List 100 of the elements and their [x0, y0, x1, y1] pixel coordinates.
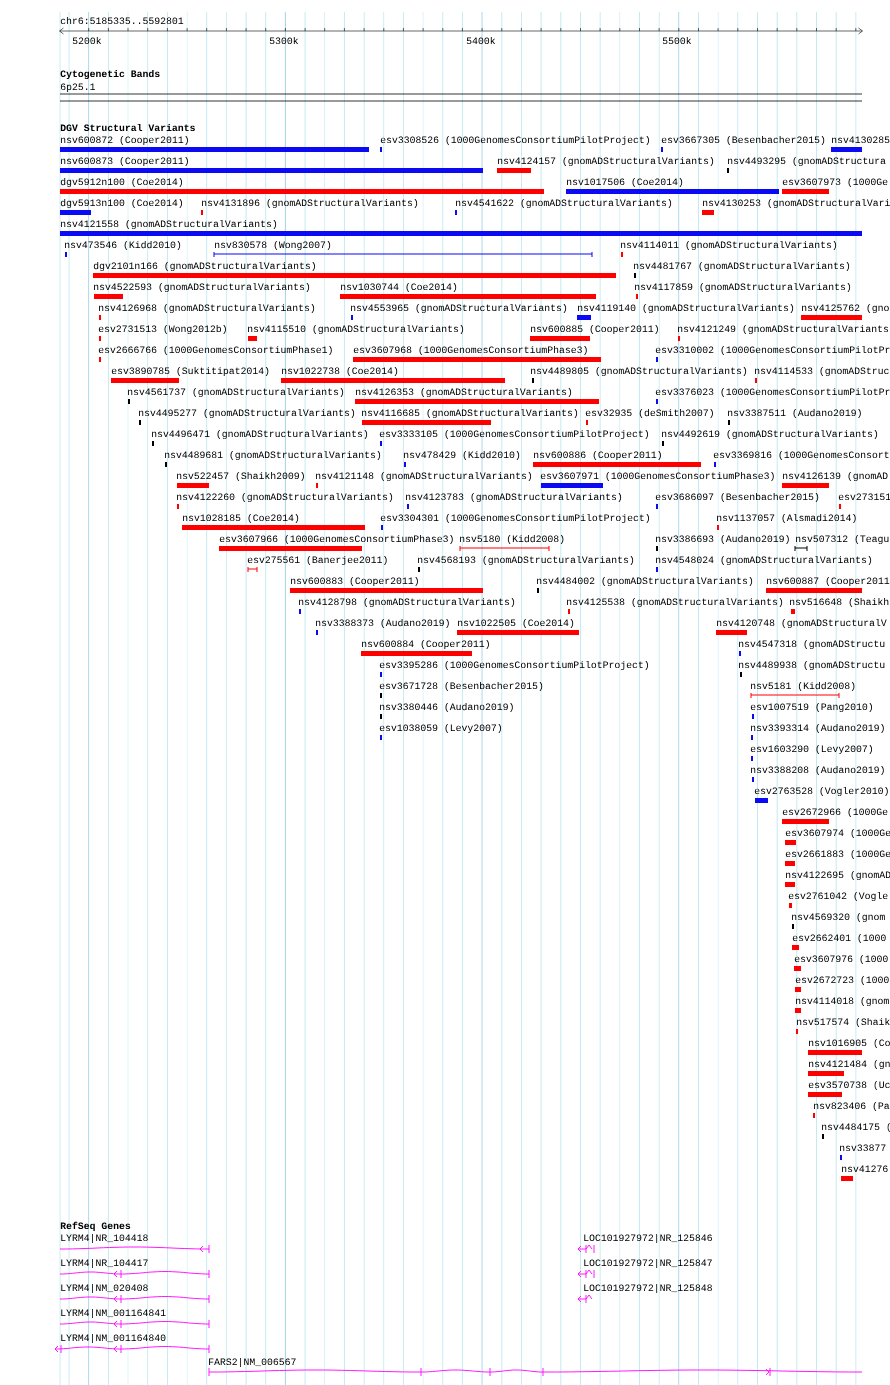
variant-label: nsv600886 (Cooper2011) — [534, 450, 661, 461]
variant-label: dgv5912n100 (Coe2014) — [60, 177, 183, 188]
variant-label: nsv4121484 (gn — [809, 1059, 890, 1070]
variant-label: nsv4126353 (gnomADStructuralVariants) — [356, 387, 572, 398]
variant-label: nsv1022505 (Coe2014) — [458, 618, 574, 629]
variant-label: nsv600872 (Cooper2011) — [61, 135, 188, 146]
variant-label: nsv4117859 (gnomADStructuralVariants) — [635, 282, 851, 293]
variant-label: nsv4547318 (gnomADStructu — [739, 639, 885, 650]
variant-label: nsv3388208 (Audano2019) — [751, 765, 884, 776]
variant-label: nsv4115510 (gnomADStructuralVariants) — [248, 324, 464, 335]
variant-label: nsv4122260 (gnomADStructuralVariants) — [177, 492, 393, 503]
variant-label: nsv600873 (Cooper2011) — [61, 156, 188, 167]
variant-label: esv1007519 (Pang2010) — [750, 702, 873, 713]
variant-label: nsv478429 (Kidd2010) — [404, 450, 520, 461]
variant-label: nsv4120748 (gnomADStructuralV — [717, 618, 887, 629]
variant-label: nsv3388373 (Audano2019) — [316, 618, 449, 629]
variant-label: esv2672723 (1000 — [795, 975, 889, 986]
variant-label: nsv4484175 ( — [822, 1122, 890, 1133]
variant-label: nsv4114011 (gnomADStructuralVariants) — [621, 240, 837, 251]
variant-label: nsv473546 (Kidd2010) — [65, 240, 181, 251]
variant-label: esv3570738 (Uc — [808, 1080, 890, 1091]
variant-label: nsv4128798 (gnomADStructuralVariants) — [299, 597, 515, 608]
variant-label: nsv4489681 (gnomADStructuralVariants) — [165, 450, 381, 461]
variant-label: nsv4126139 (gnomAD — [783, 471, 888, 482]
variant-label: nsv600887 (Cooper2011 — [767, 576, 890, 587]
variant-label: nsv4125762 (gno — [802, 303, 889, 314]
variant-label: esv3607968 (1000GenomesConsortiumPhase3) — [353, 345, 587, 356]
variant-label: nsv4121558 (gnomADStructuralVariants) — [61, 219, 277, 230]
variant-label: nsv4121249 (gnomADStructuralVariants — [678, 324, 889, 335]
variant-label: esv2731513 (Wong2012b) — [98, 324, 226, 335]
gene-label: LOC101927972|NR_125847 — [584, 1258, 712, 1269]
variant-label: nsv4489805 (gnomADStructuralVariants) — [531, 366, 747, 377]
gene-label: FARS2|NM_006567 — [209, 1357, 296, 1368]
variant-label: dgv2101n166 (gnomADStructuralVariants) — [93, 261, 315, 272]
track-title: RefSeq Genes — [60, 1221, 131, 1232]
variant-label: nsv4130285 — [832, 136, 890, 144]
track-title: DGV Structural Variants — [60, 123, 195, 132]
variant-label: nsv4492619 (gnomADStructuralVariants) — [662, 429, 878, 440]
variant-label: nsv1022738 (Coe2014) — [282, 366, 398, 377]
variant-label: esv3607971 (1000GenomesConsortiumPhase3) — [540, 471, 774, 482]
variant-label: nsv33877 — [840, 1144, 886, 1152]
variant-label: nsv3380446 (Audano2019) — [380, 702, 513, 713]
coordinate-label: chr6:5185335..5592801 — [60, 16, 184, 25]
variant-label: nsv1016905 (Co — [809, 1038, 890, 1049]
variant-label: nsv4131896 (gnomADStructuralVariants) — [202, 198, 418, 209]
variant-label: nsv5180 (Kidd2008) — [460, 534, 564, 545]
variant-label: nsv4119140 (gnomADStructuralVariants) — [578, 303, 794, 314]
variant-label: nsv3386693 (Audano2019) — [656, 534, 789, 545]
gene-label: LYRM4|NR_104417 — [61, 1258, 148, 1269]
variant-label: nsv4114533 (gnomADStruc — [755, 366, 889, 377]
variant-label: nsv4553965 (gnomADStructuralVariants) — [351, 303, 567, 314]
gene-label: LYRM4|NR_104418 — [61, 1233, 148, 1244]
variant-label: nsv600884 (Cooper2011) — [362, 639, 489, 650]
variant-label: esv2763528 (Vogler2010) — [754, 786, 888, 797]
variant-label: esv3304301 (1000GenomesConsortiumPilotProject) — [380, 513, 650, 524]
variant-label: nsv4481767 (gnomADStructuralVariants) — [634, 261, 850, 272]
gene-label: LOC101927972|NR_125846 — [584, 1233, 712, 1244]
axis-tick-label: 5300k — [269, 36, 299, 45]
variant-label: nsv4114018 (gnom — [796, 996, 889, 1007]
variant-label: nsv4126968 (gnomADStructuralVariants) — [99, 303, 315, 314]
variant-label: esv3376023 (1000GenomesConsortiumPilotPr — [655, 387, 890, 398]
variant-label: esv2672966 (1000Ge — [782, 807, 888, 818]
gene-label: LYRM4|NM_001164841 — [61, 1308, 166, 1319]
variant-label: nsv823406 (Pa — [814, 1101, 890, 1112]
variant-label: nsv4122695 (gnomAD — [786, 870, 890, 881]
variant-label: nsv4496471 (gnomADStructuralVariants) — [152, 429, 368, 440]
variant-label: esv3890785 (Suktitipat2014) — [111, 366, 269, 377]
variant-label: nsv4121148 (gnomADStructuralVariants) — [316, 471, 532, 482]
variant-label: esv3607976 (1000 — [794, 954, 888, 965]
variant-label: dgv5913n100 (Coe2014) — [60, 198, 183, 209]
variant-label: esv1603290 (Levy2007) — [750, 744, 873, 755]
gene-label: LYRM4|NM_001164840 — [61, 1333, 166, 1344]
axis-tick-label: 5200k — [72, 36, 102, 45]
variant-label: esv3310002 (1000GenomesConsortiumPilotPr — [655, 345, 890, 356]
variant-label: esv2666766 (1000GenomesConsortiumPhase1) — [98, 345, 332, 356]
axis-tick-label: 5500k — [662, 36, 692, 45]
variant-label: nsv522457 (Shaikh2009) — [177, 471, 304, 482]
variant-label: nsv600883 (Cooper2011) — [291, 576, 418, 587]
variant-label: nsv41276 — [842, 1165, 888, 1173]
variant-label: esv3369816 (1000GenomesConsort — [713, 450, 889, 461]
variant-label: nsv4568193 (gnomADStructuralVariants) — [418, 555, 634, 566]
variant-label: esv2661883 (1000Ge — [785, 849, 890, 860]
band-label: 6p25.1 — [60, 83, 95, 93]
variant-label: esv3667305 (Besenbacher2015) — [661, 135, 825, 146]
variant-label: esv273151 — [838, 493, 890, 501]
variant-label: nsv507312 (Teagu — [796, 534, 889, 545]
axis-tick-label: 5400k — [466, 36, 496, 45]
variant-label: nsv1017506 (Coe2014) — [567, 177, 683, 188]
variant-label: nsv4541622 (gnomADStructuralVariants) — [456, 198, 672, 209]
variant-label: esv2662401 (1000 — [792, 933, 886, 944]
variant-label: nsv600885 (Cooper2011) — [531, 324, 658, 335]
variant-label: nsv517574 (Shaik — [797, 1017, 890, 1028]
variant-label: nsv4561737 (gnomADStructuralVariants) — [128, 387, 344, 398]
variant-label: nsv4125538 (gnomADStructuralVariants) — [567, 597, 783, 608]
variant-label: nsv4116685 (gnomADStructuralVariants) — [362, 408, 578, 419]
variant-label: esv3607966 (1000GenomesConsortiumPhase3) — [219, 534, 453, 545]
track-title: Cytogenetic Bands — [60, 69, 160, 80]
variant-label: esv3333105 (1000GenomesConsortiumPilotProject) — [379, 429, 649, 440]
gene-label: LYRM4|NM_020408 — [61, 1283, 148, 1294]
variant-label: esv32935 (deSmith2007) — [585, 408, 713, 419]
